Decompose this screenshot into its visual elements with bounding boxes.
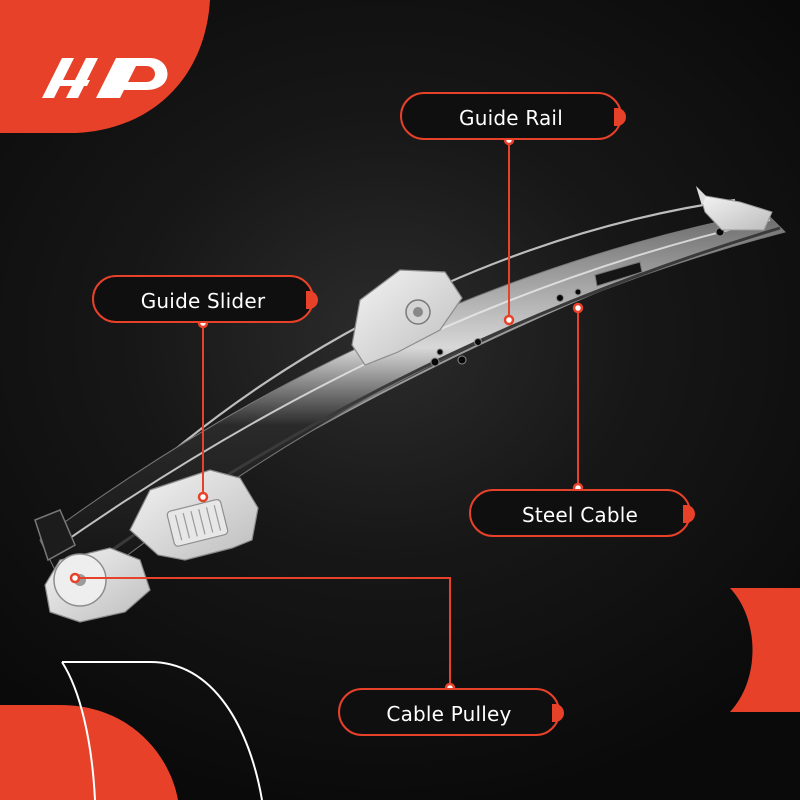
guide-slider-callout: Guide Slider [92, 275, 318, 323]
steel-cable-label: Steel Cable [521, 503, 639, 527]
steel-cable-anchor-dot [572, 302, 584, 314]
steel-cable-callout: Steel Cable [469, 489, 695, 537]
corner-decoration-top-left [0, 0, 210, 133]
cable-pulley-label: Cable Pulley [386, 702, 512, 726]
top-pulley-bracket [699, 194, 773, 231]
callout-cap [614, 108, 626, 126]
cable-pulley-anchor-dot [69, 572, 81, 584]
callout-leader-lines [75, 140, 579, 688]
corner-decoration-bottom-left [0, 661, 263, 800]
callout-cap [306, 291, 318, 309]
guide-rail-anchor-dot [503, 314, 515, 326]
callout-cap [683, 505, 695, 523]
brand-logo [42, 58, 168, 98]
callout-cap [552, 704, 564, 722]
guide-slider-anchor-dot [197, 491, 209, 503]
guide-rail-label: Guide Rail [459, 106, 563, 130]
window-regulator [34, 186, 786, 623]
cable-pulley-callout: Cable Pulley [338, 688, 564, 736]
guide-slider-label: Guide Slider [140, 289, 266, 313]
guide-rail-callout: Guide Rail [400, 92, 626, 140]
corner-decoration-right [730, 588, 800, 712]
